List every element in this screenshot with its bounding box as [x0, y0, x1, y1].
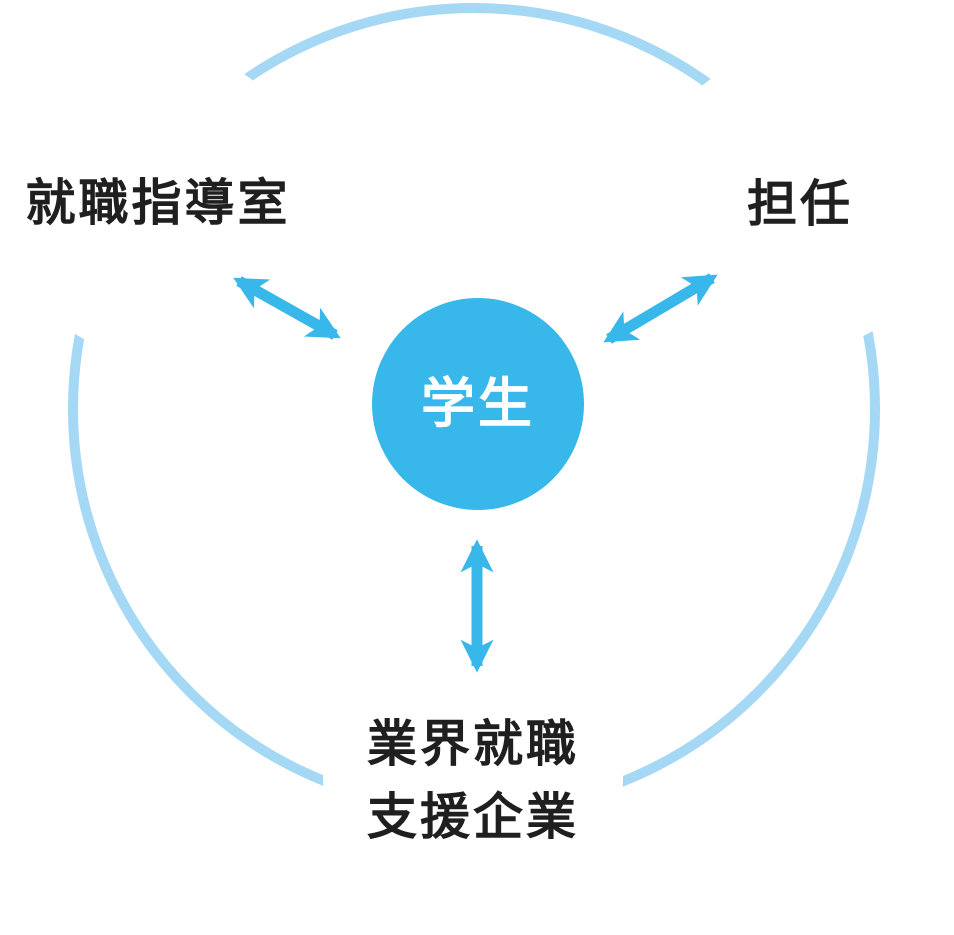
node-label-industry-support-companies-line2: 支援企業 — [367, 789, 579, 845]
node-label-homeroom-teacher: 担任 — [747, 176, 853, 232]
node-circle-homeroom-teacher — [648, 51, 948, 351]
node-label-career-guidance-office: 就職指導室 — [25, 175, 291, 231]
node-circle-student — [372, 298, 584, 510]
arrow-student-guidance-office-icon — [233, 276, 341, 340]
arrow-student-homeroom-teacher-icon — [603, 273, 718, 344]
node-label-student: 学生 — [421, 374, 535, 434]
node-label-industry-support-companies: 業界就職 支援企業 — [323, 708, 623, 854]
node-label-industry-support-companies-line1: 業界就職 — [367, 716, 579, 772]
node-circle-industry-support-companies — [323, 628, 623, 928]
